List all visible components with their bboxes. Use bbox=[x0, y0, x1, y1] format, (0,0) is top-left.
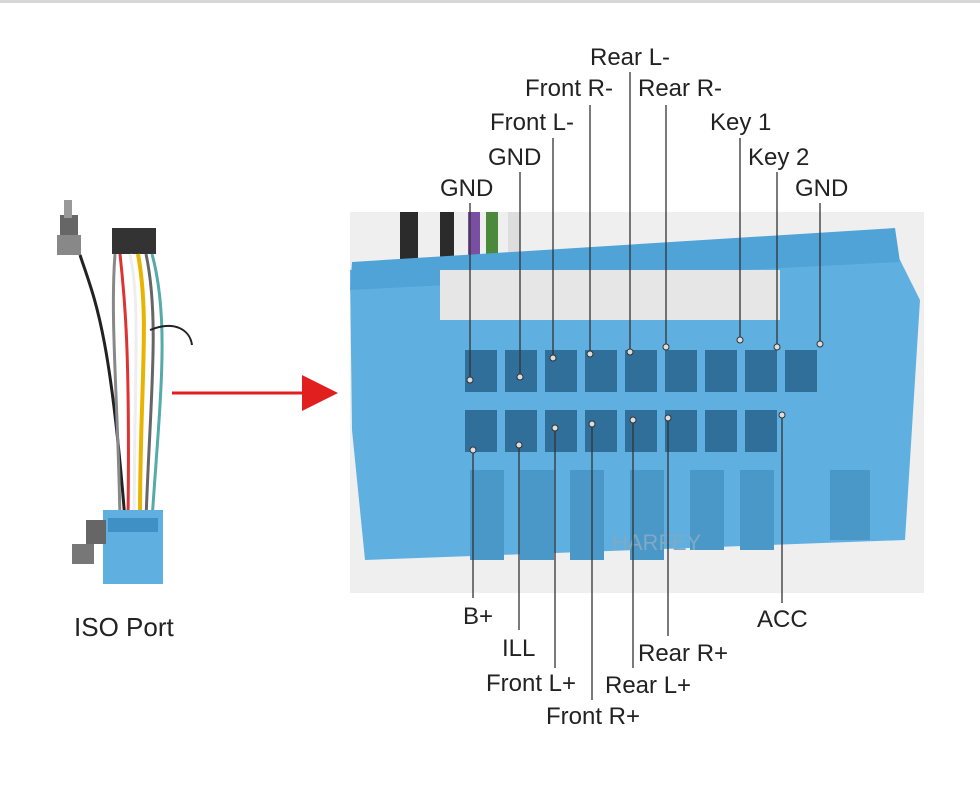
pin-label-front-r-minus: Front R- bbox=[525, 75, 614, 102]
pin-label-rear-l-plus: Rear L+ bbox=[605, 672, 692, 699]
pin-label-front-l-minus: Front L- bbox=[490, 109, 575, 136]
top-leader-lines bbox=[469, 72, 821, 378]
connector-image: HARFEY bbox=[350, 212, 924, 593]
harness-image bbox=[57, 200, 193, 584]
pin-label-gnd-3: GND bbox=[795, 175, 849, 202]
top-divider bbox=[0, 0, 980, 3]
pin-label-acc: ACC bbox=[757, 606, 808, 633]
pin-label-rear-r-minus: Rear R- bbox=[638, 75, 723, 102]
pin-dots bbox=[466, 336, 824, 454]
pin-label-key-2: Key 2 bbox=[748, 144, 810, 171]
watermark: HARFEY bbox=[612, 530, 702, 555]
bottom-leader-lines bbox=[472, 415, 783, 700]
black-plug bbox=[112, 228, 156, 254]
pin-label-b-plus: B+ bbox=[463, 603, 494, 630]
pin-label-gnd-2: GND bbox=[488, 144, 542, 171]
pin-label-front-l-plus: Front L+ bbox=[486, 670, 577, 697]
pin-label-gnd-1: GND bbox=[440, 175, 494, 202]
pin-label-rear-r-plus: Rear R+ bbox=[638, 640, 729, 667]
pin-label-front-r-plus: Front R+ bbox=[546, 703, 641, 730]
pin-label-key-1: Key 1 bbox=[710, 109, 772, 136]
pin-label-ill: ILL bbox=[502, 635, 536, 662]
pin-label-rear-l-minus: Rear L- bbox=[590, 44, 671, 71]
iso-port-caption: ISO Port bbox=[74, 612, 174, 642]
